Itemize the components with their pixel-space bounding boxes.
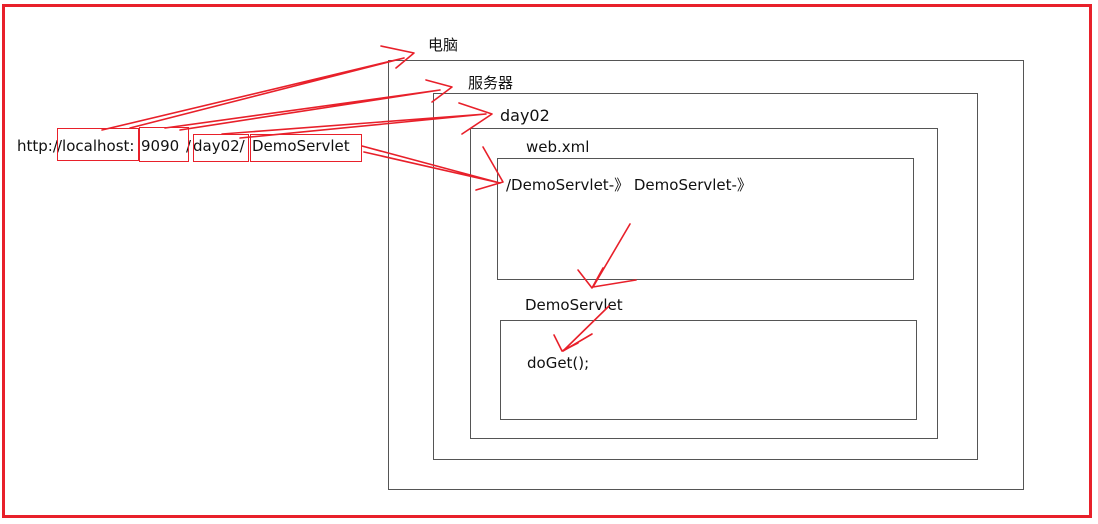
computer-box bbox=[388, 60, 1024, 490]
mapping-text: /DemoServlet-》 DemoServlet-》 bbox=[506, 176, 752, 194]
method-text: doGet(); bbox=[527, 354, 590, 372]
project-label: day02 bbox=[500, 106, 550, 125]
computer-label: 电脑 bbox=[428, 36, 459, 54]
project-box bbox=[470, 128, 938, 439]
url-servlet: DemoServlet bbox=[252, 137, 350, 155]
servlet-class-label: DemoServlet bbox=[525, 296, 623, 314]
server-box bbox=[433, 93, 978, 460]
webxml-box bbox=[497, 158, 914, 280]
url-host: /localhost: bbox=[57, 137, 135, 155]
servlet-box bbox=[500, 320, 917, 420]
outer-frame bbox=[2, 4, 1092, 518]
url-project-highlight bbox=[193, 134, 249, 162]
server-label: 服务器 bbox=[468, 74, 514, 92]
url-prefix: http:/ bbox=[17, 137, 58, 155]
webxml-label: web.xml bbox=[526, 138, 590, 156]
url-project: day02/ bbox=[193, 137, 245, 155]
url-port: 9090 bbox=[141, 137, 180, 155]
url-servlet-highlight bbox=[250, 134, 362, 162]
url-host-highlight bbox=[57, 128, 139, 161]
url-port-highlight bbox=[139, 127, 189, 162]
